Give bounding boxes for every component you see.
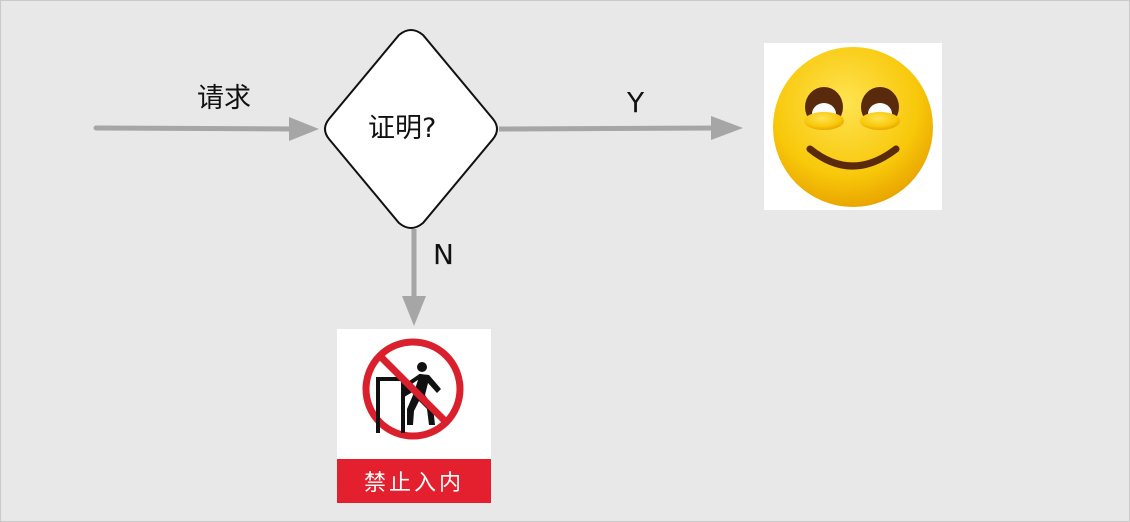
accepted-outcome (764, 43, 942, 210)
no-arrow (402, 229, 426, 326)
no-entry-banner: 禁止入内 (337, 459, 491, 503)
smiling-face-icon (773, 47, 933, 207)
request-arrow (93, 117, 319, 141)
no-entry-person-icon (362, 338, 464, 440)
decision-label: 证明? (368, 113, 437, 144)
denied-outcome: 禁止入内 (337, 329, 491, 503)
request-label: 请求 (197, 83, 251, 114)
no-label: N (433, 238, 454, 271)
yes-arrow (498, 116, 743, 140)
yes-label: Y (627, 86, 645, 119)
decision-diamond (324, 29, 498, 229)
